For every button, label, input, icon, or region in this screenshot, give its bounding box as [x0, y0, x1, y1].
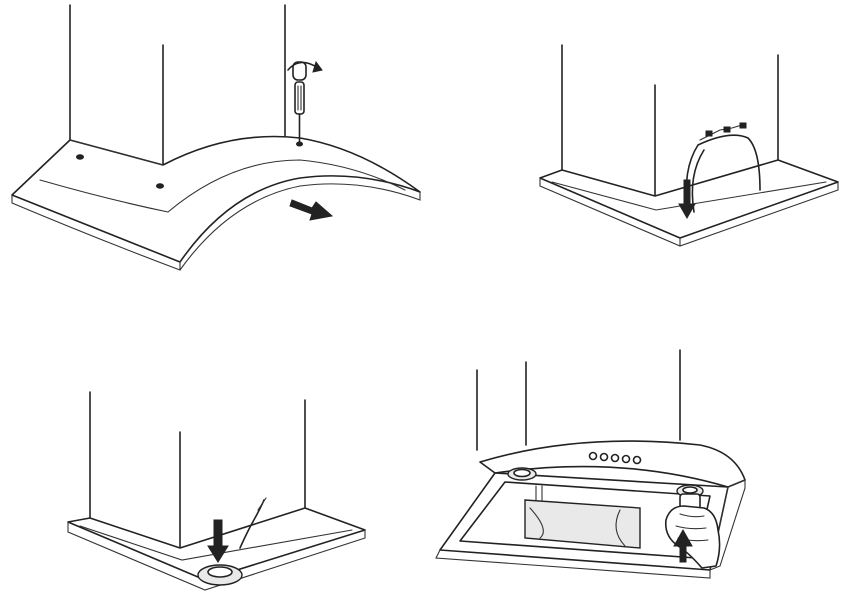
- control-button: [588, 451, 598, 461]
- panel-1-remove-glass-canopy: [11, 4, 421, 271]
- control-button: [621, 454, 631, 464]
- panel-3-lift-bottom-assembly: [67, 391, 366, 591]
- glass-canopy: [11, 135, 421, 263]
- panel-4-install-lamp-holders: [435, 349, 746, 579]
- up-arrow-icon: [673, 528, 693, 563]
- control-button: [610, 453, 620, 463]
- screw-hole: [76, 154, 84, 160]
- screwdriver-icon: [287, 60, 323, 147]
- lamp-holder: [507, 467, 543, 501]
- control-buttons: [588, 451, 642, 465]
- down-arrow-icon: [678, 179, 696, 220]
- control-button: [599, 452, 609, 462]
- screw-hole: [156, 183, 164, 189]
- down-arrow-icon: [207, 519, 229, 563]
- pull-arrow-icon: [289, 199, 334, 221]
- control-button: [632, 455, 642, 465]
- panel-2-disconnect-cables: [539, 44, 839, 247]
- motor-housing: [524, 499, 641, 549]
- hood-body: [479, 440, 746, 488]
